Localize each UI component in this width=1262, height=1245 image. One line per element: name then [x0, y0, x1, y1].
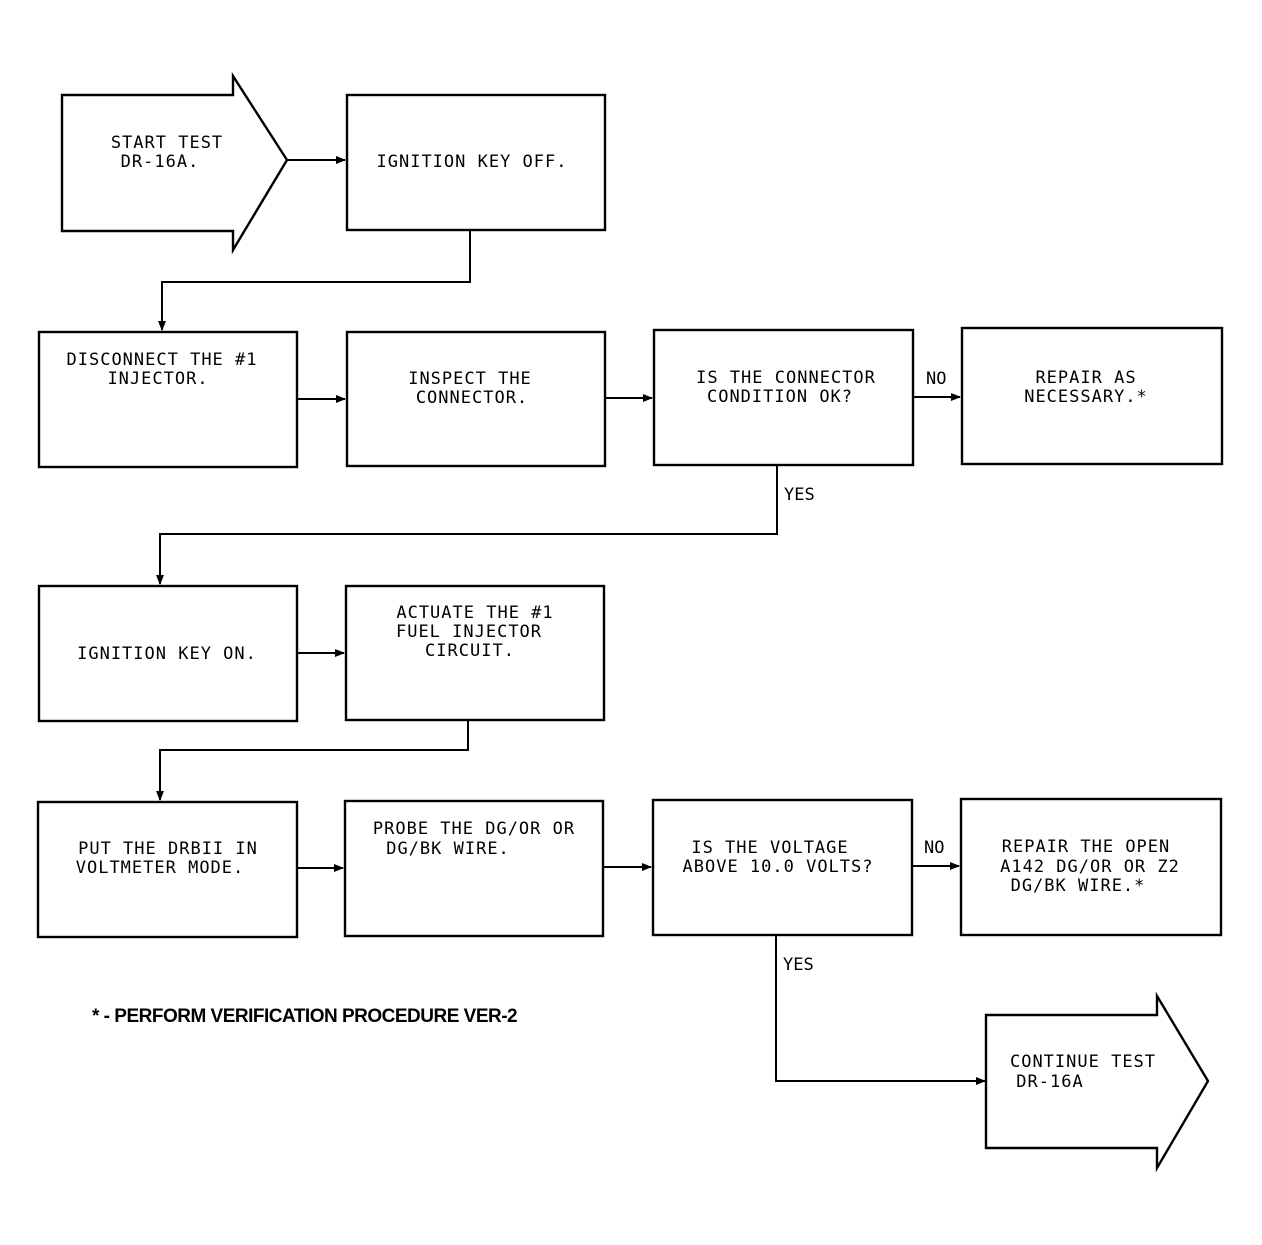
node-label-line: FUEL INJECTOR — [396, 622, 542, 642]
node-label-line: CIRCUIT. — [425, 641, 515, 661]
node-label-line: ACTUATE THE #1 — [396, 603, 553, 623]
node-label-line: NECESSARY.* — [1024, 387, 1148, 407]
ignition-key-off-box: IGNITION KEY OFF. — [345, 93, 607, 232]
node-label-line: A142 DG/OR OR Z2 — [1000, 857, 1180, 877]
connector-voltage-yes — [775, 935, 986, 1085]
node-label-line: DR-16A. — [121, 152, 200, 172]
node-label-line: INSPECT THE — [408, 369, 532, 389]
node-label-line: ABOVE 10.0 VOLTS? — [683, 857, 874, 877]
node-label-line: DG/BK WIRE. — [386, 839, 510, 859]
verification-footnote: * - PERFORM VERIFICATION PROCEDURE VER-2 — [92, 1006, 518, 1027]
node-label-line: CONTINUE TEST — [1010, 1052, 1156, 1072]
node-label-line: IGNITION KEY OFF. — [377, 152, 568, 172]
node-label-line: DG/BK WIRE.* — [1011, 876, 1146, 896]
connector-key-off-to-disconnect — [158, 230, 471, 331]
edge-label-voltage-yes: YES — [783, 955, 814, 975]
node-label-line: IS THE CONNECTOR — [696, 368, 876, 388]
node-label-line: CONNECTOR. — [416, 388, 528, 408]
edge-label-connector-yes: YES — [784, 485, 815, 505]
ignition-key-off-label: IGNITION KEY OFF. — [377, 152, 568, 172]
node-label-line: IS THE VOLTAGE — [691, 838, 848, 858]
node-label-line: INJECTOR. — [107, 369, 208, 389]
connectors — [156, 156, 986, 1085]
node-label-line: DISCONNECT THE #1 — [67, 350, 258, 370]
node-label-line: REPAIR AS — [1035, 368, 1136, 388]
edge-label-connector-no: NO — [926, 369, 946, 389]
node-label-line: VOLTMETER MODE. — [76, 858, 245, 878]
ignition-key-on-box: IGNITION KEY ON. — [37, 584, 299, 723]
node-label-line: CONDITION OK? — [707, 387, 853, 407]
node-label-line: START TEST — [111, 133, 223, 153]
connector-actuate-to-drbii — [156, 720, 469, 801]
edge-label-voltage-no: NO — [924, 838, 944, 858]
node-label-line: DR-16A — [1016, 1072, 1083, 1092]
ignition-key-on-label: IGNITION KEY ON. — [77, 644, 257, 664]
node-label-line: IGNITION KEY ON. — [77, 644, 257, 664]
node-label-line: PROBE THE DG/OR OR — [373, 819, 575, 839]
node-label-line: PUT THE DRBII IN — [78, 839, 258, 859]
node-label-line: REPAIR THE OPEN — [1002, 837, 1171, 857]
connector-question-yes — [156, 465, 778, 585]
